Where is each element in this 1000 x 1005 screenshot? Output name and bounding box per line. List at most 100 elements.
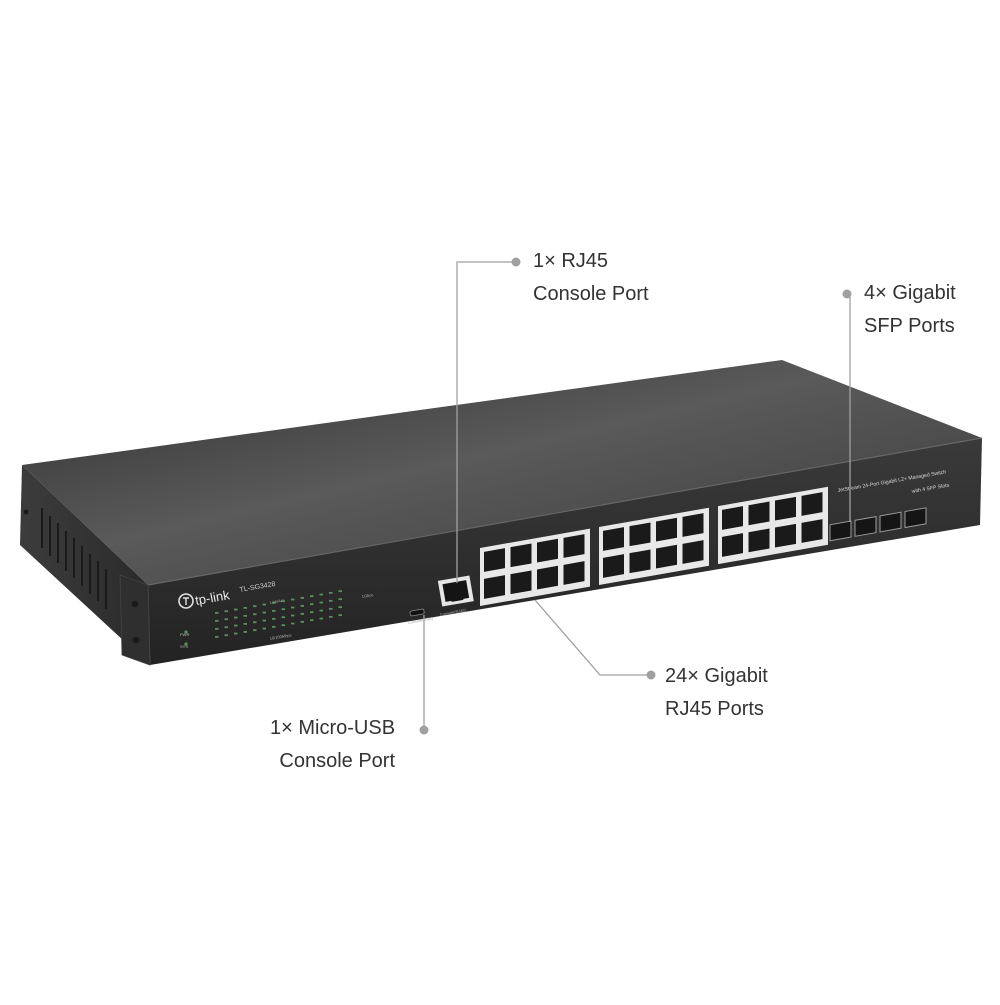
rj45-console-leader <box>456 261 516 583</box>
rj45-port <box>537 565 558 590</box>
console-rj45-label: Console(RJ45) <box>439 607 467 617</box>
rj45-port <box>801 492 823 516</box>
link-act-label: Link/Act <box>269 597 285 605</box>
port-led <box>224 610 228 613</box>
port-led <box>338 606 342 609</box>
usb-console-callout-line2: Console Port <box>279 750 396 772</box>
brand-logo-text: tp-link <box>194 587 231 608</box>
rj45-ports-callout-line2: RJ45 Ports <box>665 698 764 720</box>
rj45-port <box>722 533 743 557</box>
rj45-port <box>537 538 558 563</box>
rj45-port <box>775 523 796 548</box>
rj45-ports-callout: 24× Gigabit RJ45 Ports <box>665 660 768 726</box>
port-led <box>234 624 238 627</box>
rj45-ports-dot <box>646 670 656 680</box>
rj45-port <box>722 506 743 530</box>
chassis-top <box>22 360 982 585</box>
sfp-port <box>904 507 927 529</box>
port-led <box>300 596 304 599</box>
sys-led-label: SYS <box>180 644 188 649</box>
port-led <box>281 624 285 627</box>
vent-slots <box>41 508 107 609</box>
rack-ear <box>119 574 151 666</box>
rj45-ports-leader <box>534 599 651 676</box>
port-led <box>329 599 333 602</box>
rj45-port <box>484 575 505 599</box>
port-led <box>224 618 228 621</box>
port-led <box>310 603 314 606</box>
port-led <box>300 612 304 615</box>
port-led <box>300 604 304 607</box>
rj45-port <box>775 496 796 521</box>
port-led <box>243 606 247 609</box>
rj45-port <box>748 528 770 553</box>
port-led <box>291 598 295 601</box>
pwr-led-label: PWR <box>180 632 189 637</box>
sfp-ports-callout-line2: SFP Ports <box>864 315 955 337</box>
port-led <box>338 598 342 601</box>
port-led <box>281 600 285 603</box>
port-block-frame <box>480 528 590 606</box>
port-led <box>224 626 228 629</box>
port-led <box>253 629 257 632</box>
sfp-port <box>829 520 852 542</box>
sfp-dot <box>842 289 852 299</box>
speed-legend-100m: 10/100Mbps <box>269 632 292 641</box>
port-led <box>319 593 323 596</box>
rj45-port <box>748 501 770 526</box>
port-led <box>215 612 219 614</box>
port-led <box>234 608 238 611</box>
port-led <box>253 605 257 608</box>
port-led <box>310 619 314 622</box>
port-led <box>300 620 304 623</box>
port-led <box>319 609 323 612</box>
rj45-port <box>484 548 505 572</box>
port-led <box>338 614 342 617</box>
port-led <box>243 614 247 617</box>
port-led <box>253 621 257 624</box>
led-panel <box>184 590 342 646</box>
rj45-port <box>656 544 677 569</box>
port-block-frame <box>599 507 709 586</box>
rj45-port <box>603 554 624 578</box>
port-led <box>215 628 219 630</box>
port-led <box>262 611 266 614</box>
usb-console-callout-line1: 1× Micro-USB <box>270 717 396 739</box>
sfp-port-array <box>829 507 927 542</box>
rj45-port <box>563 561 585 585</box>
tp-link-logo-icon <box>178 593 194 609</box>
port-led <box>234 616 238 619</box>
port-led <box>319 601 323 604</box>
sys-led <box>184 642 188 646</box>
port-led <box>243 622 247 625</box>
sfp-ports-callout-line1: 4× Gigabit <box>864 282 956 304</box>
port-led <box>262 627 266 630</box>
sfp-port <box>879 511 902 533</box>
port-led <box>310 611 314 614</box>
rj45-port <box>603 527 624 551</box>
port-led <box>272 601 276 604</box>
port-led <box>281 608 285 611</box>
speed-legend-1g: 1Gbps <box>361 592 373 599</box>
side-vents <box>44 552 47 591</box>
rj45-port <box>656 517 677 542</box>
rj45-port <box>629 549 651 574</box>
port-led <box>272 617 276 620</box>
sfp-port <box>854 516 877 537</box>
sfp-ports-callout: 4× Gigabit SFP Ports <box>864 277 956 343</box>
rj45-port-array <box>480 486 828 606</box>
port-led <box>291 614 295 617</box>
rj45-port <box>682 513 704 537</box>
port-led <box>262 619 266 622</box>
rj45-ports-callout-line1: 24× Gigabit <box>665 665 768 687</box>
port-led <box>319 617 323 620</box>
port-led <box>310 595 314 598</box>
port-led <box>262 603 266 606</box>
rj45-port <box>563 534 585 558</box>
port-led <box>291 606 295 609</box>
rj45-console-callout: 1× RJ45 Console Port <box>533 245 649 311</box>
usb-console-callout: 1× Micro-USB Console Port <box>270 712 395 778</box>
port-led <box>234 632 238 635</box>
port-led <box>272 625 276 628</box>
